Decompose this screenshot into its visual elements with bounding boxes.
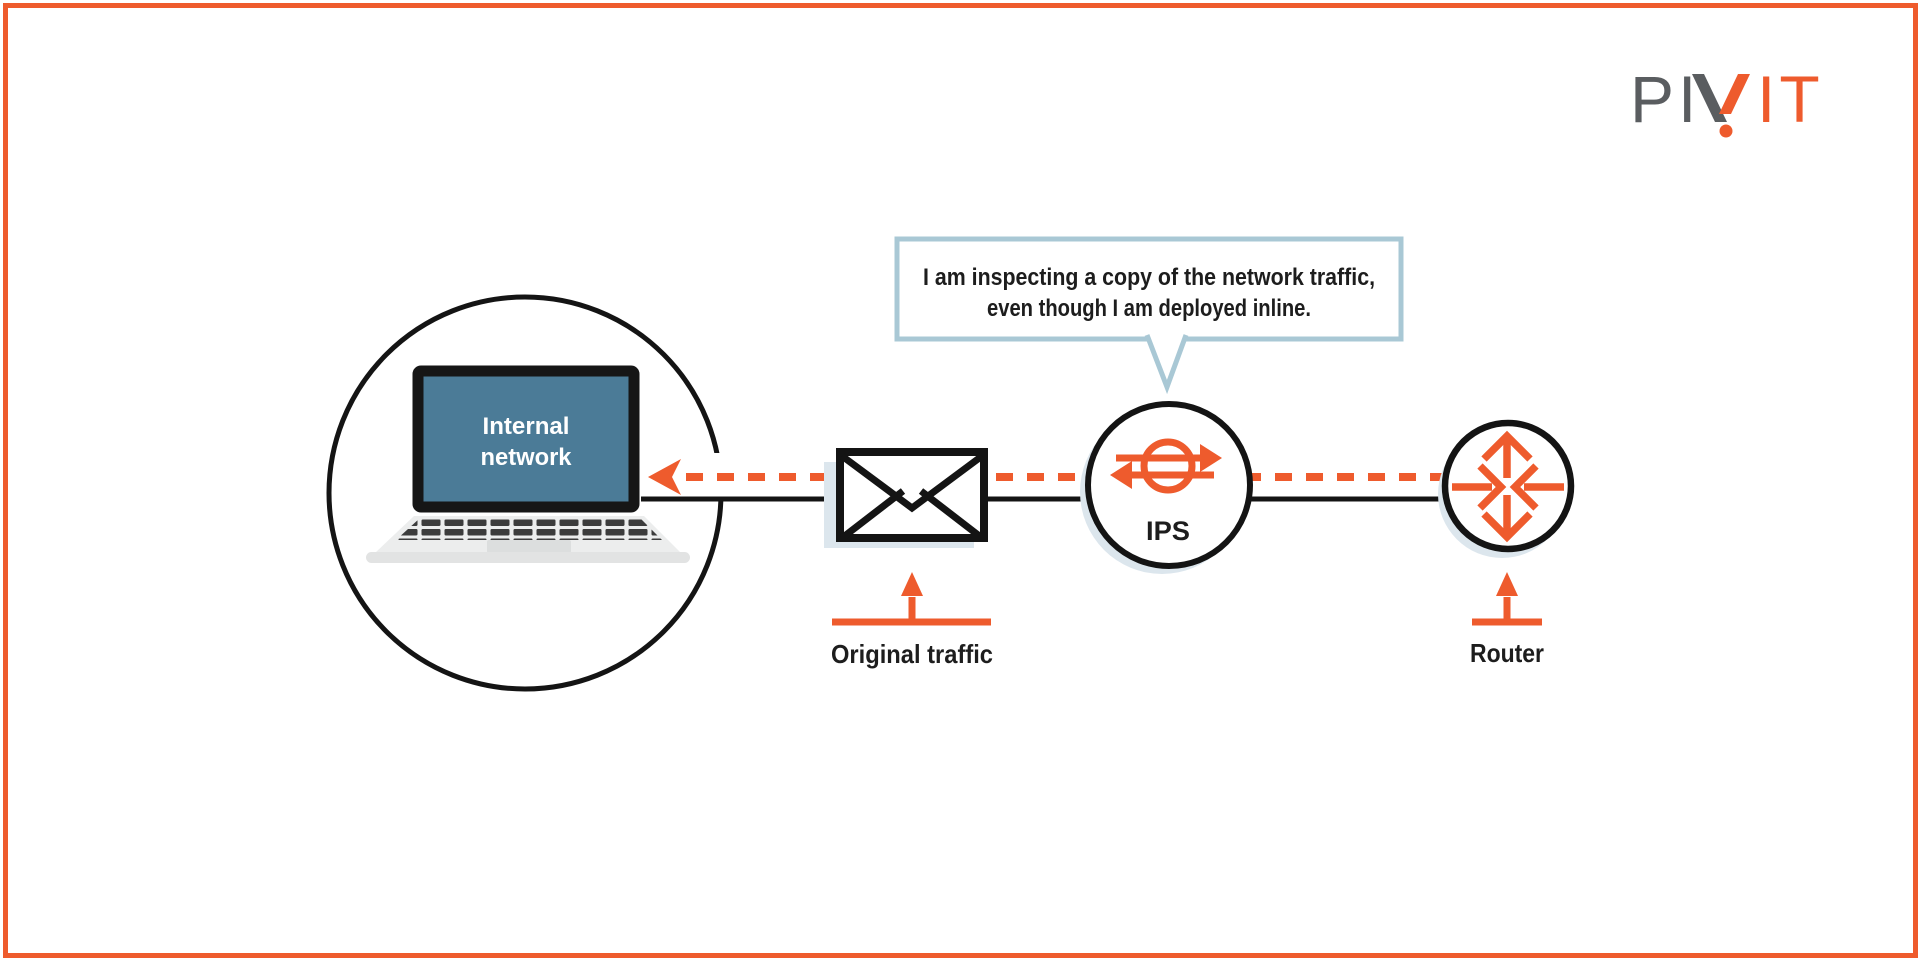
envelope-fold-right <box>918 488 985 541</box>
speech-bubble-line1: I am inspecting a copy of the network tr… <box>923 264 1375 291</box>
envelope-flap <box>839 453 985 513</box>
ips-arrow-right-icon <box>1200 444 1222 472</box>
logo-text-orange: IT <box>1757 62 1824 136</box>
logo-letter-v-right <box>1719 74 1750 114</box>
logo-exclamation-dot <box>1719 124 1733 138</box>
router-icon <box>1452 430 1564 543</box>
internal-network-label-line2: network <box>481 444 573 471</box>
ips-label: IPS <box>1146 516 1190 546</box>
original-traffic-label: Original traffic <box>831 639 993 669</box>
ips-arrow-left-icon <box>1110 461 1132 489</box>
ips-icon <box>1116 438 1214 494</box>
traffic-arrowhead-left-icon <box>648 459 681 495</box>
envelope-icon <box>824 448 988 548</box>
speech-bubble: I am inspecting a copy of the network tr… <box>894 236 1404 395</box>
envelope-fold-left <box>839 488 906 541</box>
original-traffic-callout: Original traffic <box>831 572 993 669</box>
speech-bubble-line2: even though I am deployed inline. <box>987 295 1311 322</box>
router-circle <box>1441 419 1575 553</box>
ips-circle <box>1085 401 1253 569</box>
logo-text-gray: PI <box>1630 62 1700 136</box>
laptop-screen <box>412 365 640 513</box>
up-arrow-icon <box>901 572 923 596</box>
envelope-body <box>836 448 988 542</box>
up-arrow-icon <box>1496 572 1518 596</box>
laptop-touchpad <box>487 540 571 553</box>
logo-letter-v-left <box>1692 74 1727 122</box>
pivit-logo: PI IT <box>1630 62 1824 138</box>
internal-network-label-line1: Internal <box>483 413 570 440</box>
speech-bubble-box <box>894 236 1404 342</box>
laptop-keyboard <box>396 518 662 540</box>
ips-node: IPS <box>1080 401 1253 574</box>
router-label: Router <box>1470 638 1544 668</box>
laptop-icon: Internal network <box>366 365 690 563</box>
speech-bubble-tail <box>1144 334 1189 395</box>
router-callout: Router <box>1470 572 1544 668</box>
router-node <box>1438 419 1575 558</box>
laptop-bottom <box>366 552 690 563</box>
